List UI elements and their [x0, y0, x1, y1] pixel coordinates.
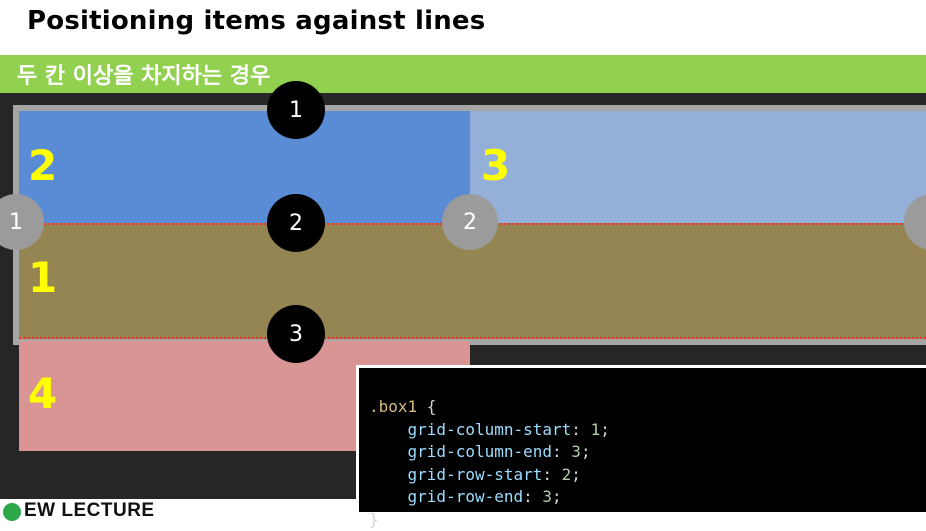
logo-area — [2, 499, 356, 512]
column-line-marker-2: 2 — [442, 194, 498, 250]
grid-box-3: 3 — [470, 111, 926, 223]
code-close-brace: } — [369, 509, 379, 529]
row-line-marker-3: 3 — [267, 305, 325, 363]
row-line-marker-1: 1 — [267, 81, 325, 139]
grid-box-2: 2 — [19, 111, 470, 223]
subtitle-bar — [0, 55, 926, 93]
code-open-brace: { — [417, 397, 437, 416]
code-value: 3 — [571, 442, 581, 461]
code-selector: .box1 — [369, 397, 418, 416]
column-line-marker-1: 1 — [0, 194, 44, 250]
code-property: grid-column-end — [407, 442, 553, 461]
box-3-number: 3 — [481, 141, 511, 190]
slide-title: Positioning items against lines — [27, 6, 486, 36]
code-property: grid-row-end — [407, 487, 524, 506]
logo-text: EW LECTURE — [24, 500, 155, 521]
slide-subtitle: 두 칸 이상을 차지하는 경우 — [17, 64, 271, 89]
row-line-marker-2: 2 — [267, 194, 325, 252]
code-value: 1 — [590, 419, 601, 439]
column-line-marker-2-label: 2 — [463, 209, 477, 235]
box-1-number: 1 — [28, 253, 58, 302]
code-value: 3 — [542, 487, 553, 506]
box-4-number: 4 — [28, 369, 58, 418]
code-snippet: .box1 { grid-column-start: 1; grid-colum… — [356, 365, 926, 529]
code-property: grid-row-start — [407, 464, 543, 484]
code-property: grid-column-start — [407, 419, 572, 439]
box-2-number: 2 — [28, 141, 58, 190]
logo-icon — [3, 503, 21, 521]
column-line-marker-3 — [904, 194, 926, 250]
code-value: 2 — [561, 464, 572, 484]
